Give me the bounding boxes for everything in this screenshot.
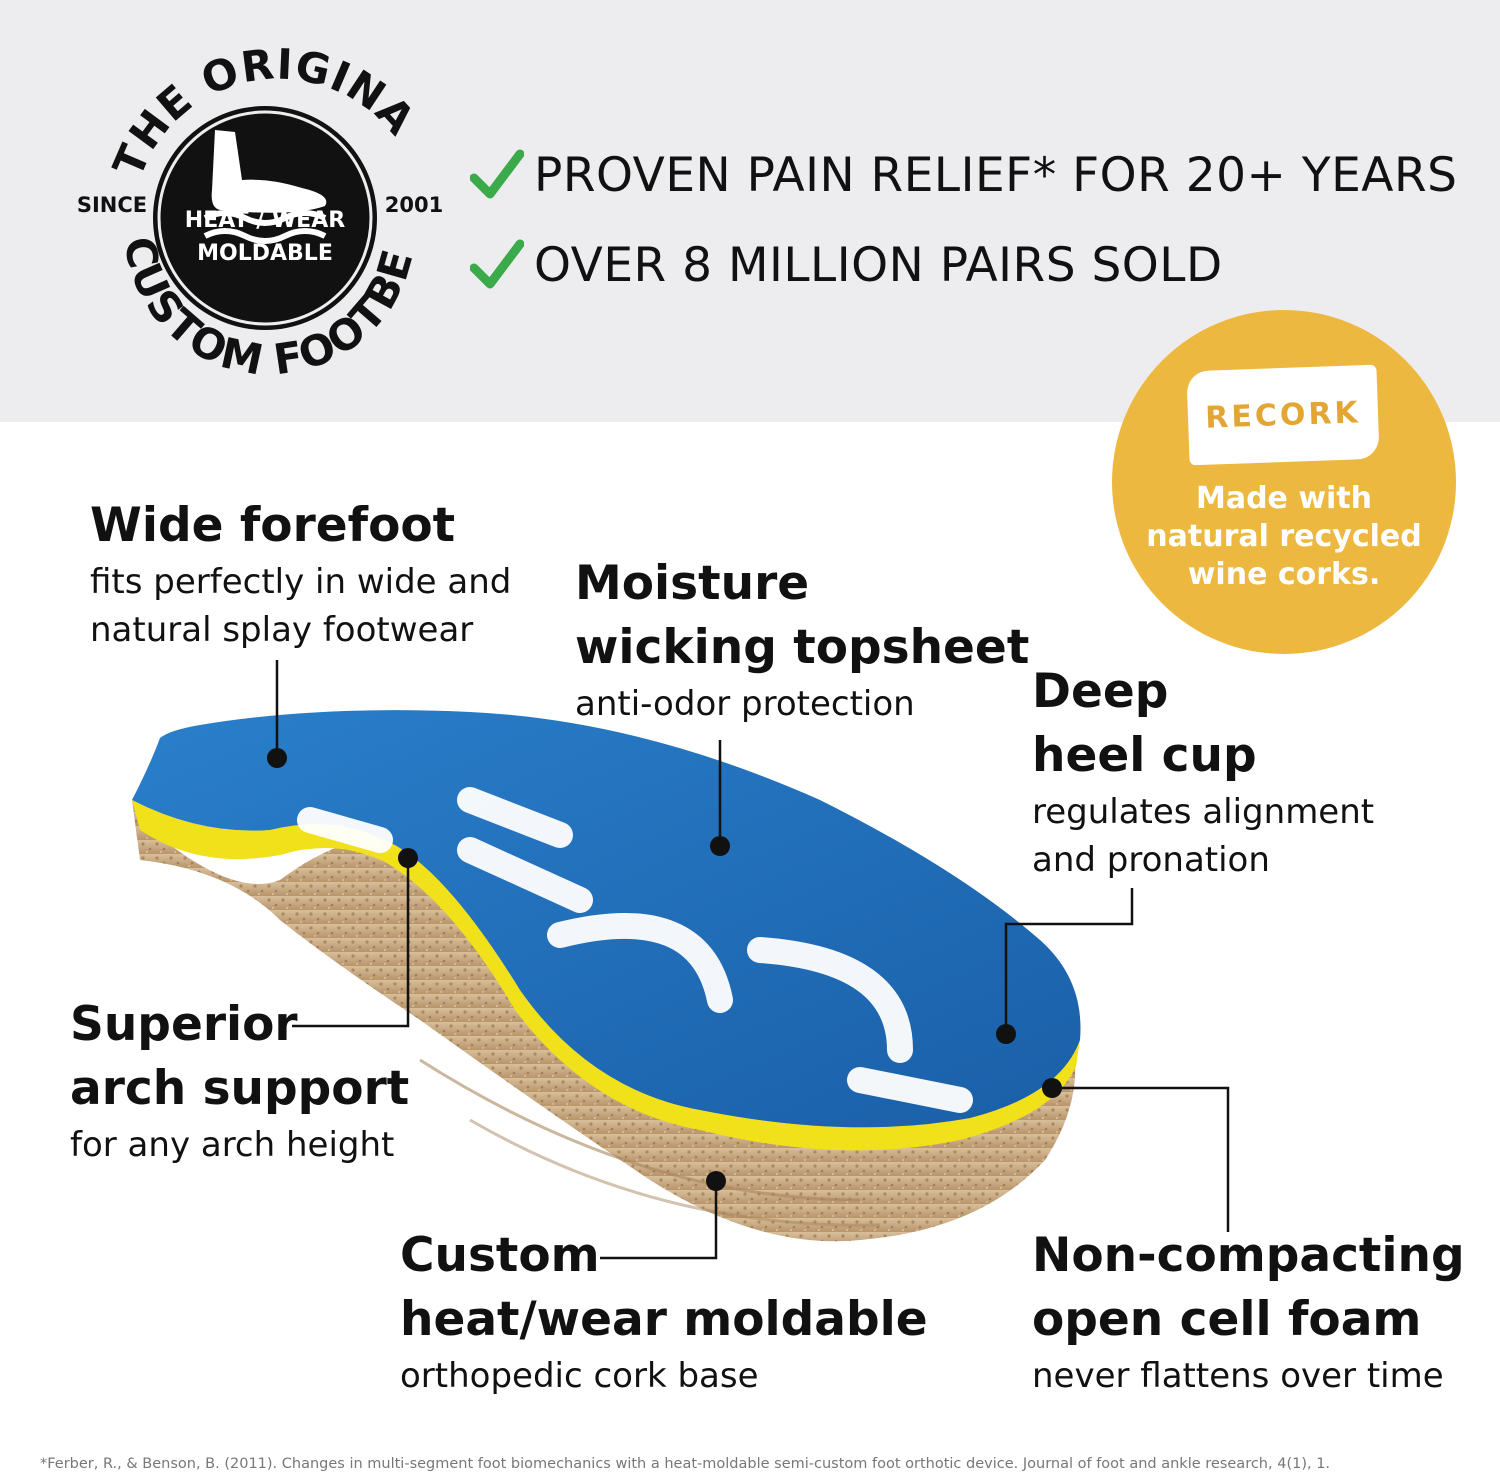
claim-text: OVER 8 MILLION PAIRS SOLD	[534, 237, 1223, 293]
recork-line: wine corks.	[1187, 557, 1381, 592]
feature-description: for any arch height	[70, 1125, 395, 1165]
feature-description: regulates alignment	[1032, 792, 1375, 832]
insole-brand-mark	[297, 787, 973, 1113]
seal-year: 2001	[385, 193, 443, 217]
callout-lines	[275, 660, 1230, 1260]
recork-line: Made with	[1195, 481, 1373, 516]
feature-heading: open cell foam	[1032, 1292, 1422, 1347]
feature-open-cell-foam: Non-compacting open cell foam never flat…	[1032, 1224, 1465, 1400]
seal-since: SINCE	[77, 193, 147, 217]
claim-pain-relief: PROVEN PAIN RELIEF* FOR 20+ YEARS	[470, 130, 1457, 220]
recork-line: natural recycled	[1146, 519, 1422, 554]
feature-heading: heel cup	[1032, 728, 1257, 783]
feature-wide-forefoot: Wide forefoot fits perfectly in wide and…	[90, 494, 511, 654]
claim-text: PROVEN PAIN RELIEF* FOR 20+ YEARS	[534, 147, 1458, 203]
seal-center-line1: HEAT / WEAR	[185, 208, 345, 233]
recork-description: Made with natural recycled wine corks.	[1112, 480, 1456, 594]
feature-heading: Non-compacting	[1032, 1228, 1465, 1283]
foam-layer	[132, 800, 1080, 1151]
citation-footnote: *Ferber, R., & Benson, B. (2011). Change…	[40, 1456, 1331, 1472]
foot-icon	[203, 130, 327, 244]
feature-description: never flattens over time	[1032, 1356, 1444, 1396]
seal-center-line2: MOLDABLE	[197, 241, 333, 266]
checkmark-icon	[470, 239, 524, 289]
feature-description: anti-odor protection	[575, 684, 915, 724]
feature-heading: Moisture	[575, 556, 810, 611]
feature-heading: arch support	[70, 1061, 410, 1116]
claim-pairs-sold: OVER 8 MILLION PAIRS SOLD	[470, 220, 1457, 310]
feature-arch-support: Superior arch support for any arch heigh…	[70, 993, 409, 1169]
feature-moisture-topsheet: Moisture wicking topsheet anti-odor prot…	[575, 552, 1029, 728]
feature-description: and pronation	[1032, 840, 1270, 880]
feature-heading: Deep	[1032, 664, 1169, 719]
original-footbed-seal: THE ORIGINAL CUSTOM FOOTBED HEAT / WEAR …	[70, 40, 443, 380]
feature-deep-heel-cup: Deep heel cup regulates alignment and pr…	[1032, 660, 1374, 884]
checkmark-icon	[470, 149, 524, 199]
feature-description: natural splay footwear	[90, 610, 474, 650]
feature-cork-base: Custom heat/wear moldable orthopedic cor…	[400, 1224, 928, 1400]
feature-heading: wicking topsheet	[575, 620, 1030, 675]
seal-center-disc	[153, 106, 377, 330]
feature-description: fits perfectly in wide and	[90, 562, 512, 602]
feature-heading: heat/wear moldable	[400, 1292, 928, 1347]
feature-heading: Superior	[70, 997, 298, 1052]
claims-list: PROVEN PAIN RELIEF* FOR 20+ YEARS OVER 8…	[470, 130, 1457, 310]
feature-heading: Wide forefoot	[90, 498, 456, 553]
callout-dots	[267, 748, 1062, 1191]
feature-heading: Custom	[400, 1228, 600, 1283]
recork-badge: RECORK Made with natural recycled wine c…	[1112, 310, 1456, 654]
feature-description: orthopedic cork base	[400, 1356, 759, 1396]
